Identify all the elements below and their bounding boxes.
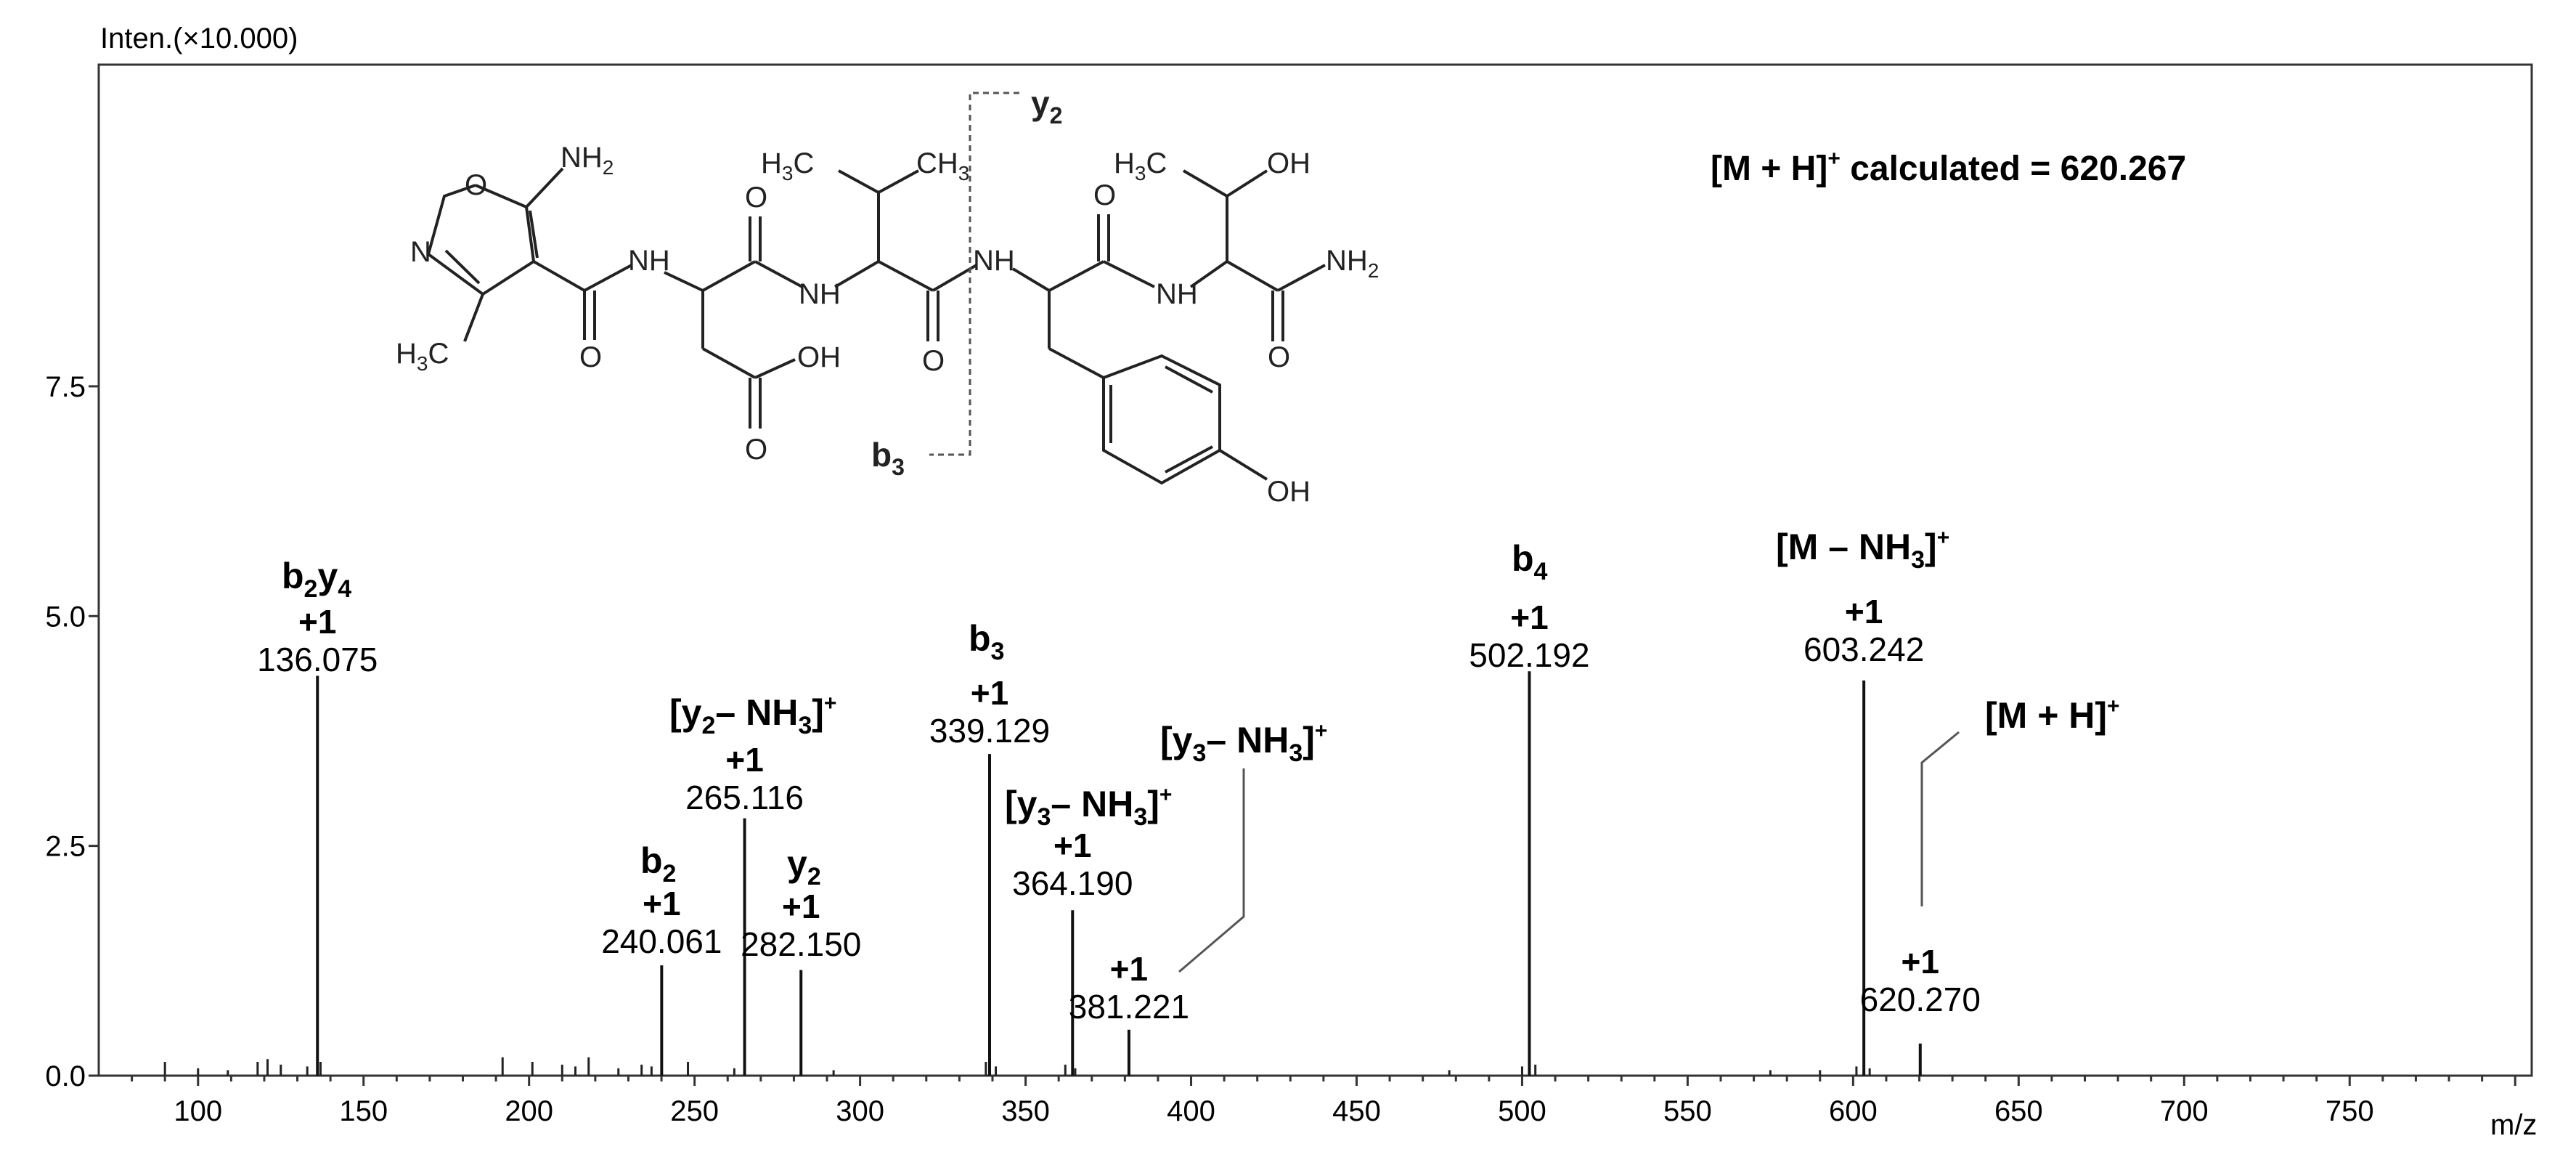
annotation-prefix: [M + H]: [1711, 150, 1827, 188]
major-peaks: [316, 671, 1922, 1076]
annotation-suffix: calculated = 620.267: [1841, 150, 2186, 188]
minor-peaks: [163, 1057, 1871, 1076]
svg-text:O: O: [745, 182, 767, 214]
structure-labels: NH2 O N H3C O NH O NH OH O H3C CH3 O NH …: [396, 84, 1379, 508]
x-tick-label: 550: [1663, 1095, 1712, 1127]
peak-mz-label: 282.150: [741, 925, 861, 963]
x-axis-title: m/z: [2490, 1109, 2537, 1141]
peak-charge: +1: [1510, 598, 1548, 636]
ion-label-y3-nh3-b: [y3– NH3]+: [1160, 719, 1327, 767]
x-tick-label: 150: [339, 1095, 388, 1127]
svg-text:NH: NH: [628, 245, 670, 277]
svg-text:O: O: [579, 341, 602, 373]
svg-text:NH2: NH2: [1326, 245, 1379, 282]
ion-label-b2: b2: [640, 840, 676, 888]
x-tick-label: 700: [2160, 1095, 2209, 1127]
y-tick-label: 2.5: [45, 831, 86, 863]
x-tick-label: 200: [505, 1095, 553, 1127]
peak-charge: +1: [1110, 950, 1148, 988]
svg-text:H3C: H3C: [761, 147, 814, 184]
peak-mz-label: 339.129: [929, 712, 1050, 750]
peak-mz-label: 381.221: [1069, 988, 1189, 1026]
ion-labels: b2y4 b2 [y2– NH3]+ y2 b3 [y3– NH3]+ [y3–…: [282, 526, 2120, 890]
svg-text:O: O: [745, 434, 767, 466]
peak-mz-label: 620.270: [1860, 981, 1981, 1018]
y-axis-title: Inten.(×10.000): [100, 23, 298, 54]
peak-charge: +1: [1053, 827, 1091, 864]
peak-charge: +1: [782, 888, 820, 925]
x-tick-label: 350: [1001, 1095, 1050, 1127]
svg-text:CH3: CH3: [916, 147, 969, 184]
x-tick-label: 100: [174, 1095, 222, 1127]
peak-mz-label: 502.192: [1469, 636, 1589, 674]
svg-text:NH: NH: [973, 245, 1015, 277]
fragment-label-y2: y2: [1031, 84, 1062, 129]
y-tick-label: 0.0: [45, 1060, 86, 1092]
plot-frame: [97, 63, 2533, 1077]
y-axis: 0.0 2.5 5.0 7.5: [45, 371, 99, 1092]
peak-mz-label: 136.075: [257, 641, 378, 678]
svg-text:O: O: [922, 345, 945, 377]
x-tick-label: 300: [836, 1095, 884, 1127]
peak-charge: +1: [1845, 593, 1883, 630]
ion-label-b3: b3: [969, 618, 1004, 665]
peak-labels: +1136.075+1240.061+1265.116+1282.150+133…: [257, 593, 1981, 1026]
ion-label-y2-nh3: [y2– NH3]+: [669, 691, 836, 739]
svg-text:OH: OH: [1267, 476, 1311, 508]
svg-text:H3C: H3C: [396, 338, 449, 375]
ion-label-y2: y2: [787, 843, 821, 890]
peak-mz-label: 603.242: [1803, 630, 1924, 668]
peak-charge: +1: [725, 741, 763, 779]
x-tick-label: 450: [1332, 1095, 1381, 1127]
peak-charge: +1: [298, 603, 336, 641]
annotation-sup: +: [1827, 147, 1841, 171]
peak-charge: +1: [643, 885, 680, 922]
peak-charge: +1: [971, 674, 1008, 712]
svg-text:NH: NH: [1156, 278, 1198, 310]
svg-text:OH: OH: [797, 341, 841, 373]
peak-charge: +1: [1902, 943, 1939, 981]
peak-mz-label: 240.061: [601, 922, 722, 960]
svg-text:N: N: [410, 236, 431, 268]
peak-mz-label: 364.190: [1012, 864, 1133, 902]
calculated-mass-annotation: [M + H]+ calculated = 620.267: [1711, 147, 2186, 188]
svg-text:O: O: [465, 169, 487, 201]
ion-label-b2y4: b2y4: [282, 556, 351, 603]
x-axis: 100 150 200 250 300 350 400 450 500 550 600 650 700 7…: [131, 1076, 2516, 1127]
svg-text:OH: OH: [1267, 147, 1311, 179]
leader-line-620: [1920, 731, 1960, 906]
svg-text:NH2: NH2: [561, 142, 614, 179]
x-tick-label: 500: [1498, 1095, 1546, 1127]
leader-line-381: [1178, 768, 1245, 973]
x-tick-label: 750: [2326, 1095, 2374, 1127]
ion-label-y3-nh3-a: [y3– NH3]+: [1005, 783, 1172, 831]
y-tick-label: 5.0: [45, 601, 86, 633]
x-tick-label: 400: [1167, 1095, 1215, 1127]
x-tick-label: 250: [670, 1095, 719, 1127]
fragment-label-b3: b3: [871, 436, 905, 480]
ion-label-m-h: [M + H]+: [1985, 694, 2120, 736]
x-tick-label: 600: [1829, 1095, 1878, 1127]
chemical-structure: [426, 167, 1326, 485]
fragment-bracket: [929, 92, 1019, 456]
ion-label-b4: b4: [1512, 538, 1548, 585]
svg-text:O: O: [1093, 179, 1116, 211]
svg-text:H3C: H3C: [1114, 147, 1167, 184]
svg-text:NH: NH: [799, 278, 841, 310]
svg-text:O: O: [1268, 341, 1290, 373]
y-tick-label: 7.5: [45, 371, 86, 403]
peak-mz-label: 265.116: [685, 779, 804, 816]
x-tick-label: 650: [1994, 1095, 2043, 1127]
ion-label-m-nh3: [M – NH3]+: [1776, 526, 1949, 574]
